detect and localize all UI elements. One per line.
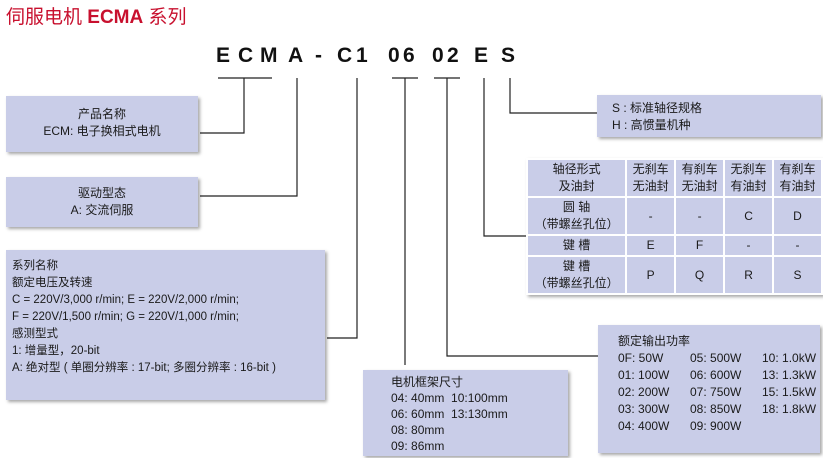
series-line: A: 绝对型 ( 单圈分辨率 : 17-bit; 多圈分辨率 : 16-bit … xyxy=(12,362,276,374)
table-cell: D xyxy=(772,196,823,236)
code-char: 6 xyxy=(403,44,415,67)
table-cell: S xyxy=(772,255,823,295)
series-box: 系列名称 额定电压及转速 C = 220V/3,000 r/min; E = 2… xyxy=(6,250,325,400)
code-char: A xyxy=(288,44,304,67)
power-item: 02: 200W xyxy=(618,385,670,399)
table-row: 圆 轴 （带螺丝孔位） - - C D xyxy=(525,196,823,236)
page-title: 伺服电机 ECMA 系列 xyxy=(6,2,187,29)
code-char: C xyxy=(238,44,254,67)
frame-line: 04: 40mm 10:100mm xyxy=(391,391,508,405)
drive-type-text: A: 交流伺服 xyxy=(70,203,134,217)
table-row: 轴径形式 及油封 无刹车 无油封 有刹车 无油封 无刹车 有油封 有刹车 有油封 xyxy=(525,158,823,198)
power-item: 18: 1.8kW xyxy=(762,402,817,416)
power-item: 05: 500W xyxy=(690,351,742,365)
connector-06 xyxy=(392,77,418,365)
table-header: 轴径形式 及油封 xyxy=(525,158,628,198)
power-grid: 0F: 50W 05: 500W 10: 1.0kW 01: 100W 06: … xyxy=(618,350,820,435)
table-header: 无刹车 有油封 xyxy=(723,158,774,198)
rated-power-box: 额定输出功率 0F: 50W 05: 500W 10: 1.0kW 01: 10… xyxy=(598,325,820,453)
frame-line: 06: 60mm 13:130mm xyxy=(391,407,508,421)
table-cell: - xyxy=(723,234,774,257)
product-name-box: 产品名称 ECM: 电子换相式电机 xyxy=(6,96,198,152)
drive-type-box: 驱动型态 A: 交流伺服 xyxy=(6,177,198,227)
title-prefix: 伺服电机 xyxy=(6,7,88,28)
code-char: M xyxy=(260,44,278,67)
code-char: E xyxy=(216,44,231,67)
table-row: 键 槽 （带螺丝孔位） P Q R S xyxy=(525,255,823,295)
table-cell: - xyxy=(625,196,677,236)
series-line: C = 220V/3,000 r/min; E = 220V/2,000 r/m… xyxy=(12,294,239,306)
spec-line-2: H : 高惯量机种 xyxy=(612,118,691,132)
table-row-label: 键 槽 xyxy=(525,234,628,257)
power-item: 08: 850W xyxy=(690,402,742,416)
code-char: 2 xyxy=(447,44,459,67)
power-item: 0F: 50W xyxy=(618,351,664,365)
product-name-text: ECM: 电子换相式电机 xyxy=(43,124,161,138)
power-item: 15: 1.5kW xyxy=(762,385,817,399)
series-line: 系列名称 xyxy=(12,260,58,272)
table-cell: R xyxy=(723,255,774,295)
table-row-label: 键 槽 （带螺丝孔位） xyxy=(525,255,628,295)
power-item: 10: 1.0kW xyxy=(762,351,817,365)
table-cell: Q xyxy=(674,255,726,295)
power-item: 07: 750W xyxy=(690,385,742,399)
code-char: S xyxy=(501,44,516,67)
series-line: F = 220V/1,500 r/min; G = 220V/1,000 r/m… xyxy=(12,311,239,323)
power-item: 06: 600W xyxy=(690,368,742,382)
series-line: 感测型式 xyxy=(12,328,58,340)
table-cell: P xyxy=(625,255,677,295)
drive-type-heading: 驱动型态 xyxy=(77,186,126,200)
code-char: 1 xyxy=(356,44,368,67)
table-cell: - xyxy=(772,234,823,257)
table-cell: F xyxy=(674,234,726,257)
power-item: 13: 1.3kW xyxy=(762,368,817,382)
connector-ecm xyxy=(200,77,272,134)
brake-table: 轴径形式 及油封 无刹车 无油封 有刹车 无油封 无刹车 有油封 有刹车 有油封… xyxy=(525,158,823,295)
title-bold: ECMA xyxy=(87,7,144,28)
power-item: 03: 300W xyxy=(618,402,670,416)
table-header: 有刹车 无油封 xyxy=(674,158,726,198)
connector-e xyxy=(483,78,526,237)
power-item xyxy=(762,418,823,435)
table-cell: C xyxy=(723,196,774,236)
code-char: 0 xyxy=(432,44,444,67)
table-cell: E xyxy=(625,234,677,257)
table-header: 有刹车 有油封 xyxy=(772,158,823,198)
spec-line-1: S : 标准轴径规格 xyxy=(612,101,703,115)
power-item: 01: 100W xyxy=(618,368,670,382)
series-line: 额定电压及转速 xyxy=(12,277,93,289)
connector-c1 xyxy=(327,78,358,339)
power-heading: 额定输出功率 xyxy=(618,334,691,348)
frame-line: 09: 86mm xyxy=(391,439,445,453)
table-header: 无刹车 无油封 xyxy=(625,158,677,198)
table-cell: - xyxy=(674,196,726,236)
code-char: C xyxy=(337,44,353,67)
power-item: 04: 400W xyxy=(618,419,670,433)
frame-heading: 电机框架尺寸 xyxy=(391,375,464,389)
connector-a xyxy=(200,78,298,197)
title-suffix: 系列 xyxy=(143,7,187,28)
table-row-label: 圆 轴 （带螺丝孔位） xyxy=(525,196,628,236)
code-char: 0 xyxy=(388,44,400,67)
power-item: 09: 900W xyxy=(690,419,742,433)
product-name-heading: 产品名称 xyxy=(77,107,126,121)
series-line: 1: 增量型，20-bit xyxy=(12,345,100,357)
frame-size-box: 电机框架尺寸 04: 40mm 10:100mm 06: 60mm 13:130… xyxy=(363,370,568,456)
code-char: - xyxy=(315,44,322,67)
frame-line: 08: 80mm xyxy=(391,423,445,437)
connector-02 xyxy=(434,77,598,357)
code-char: E xyxy=(474,44,489,67)
spec-box: S : 标准轴径规格 H : 高惯量机种 xyxy=(597,95,821,137)
table-row: 键 槽 E F - - xyxy=(525,234,823,257)
connector-s xyxy=(509,78,597,114)
